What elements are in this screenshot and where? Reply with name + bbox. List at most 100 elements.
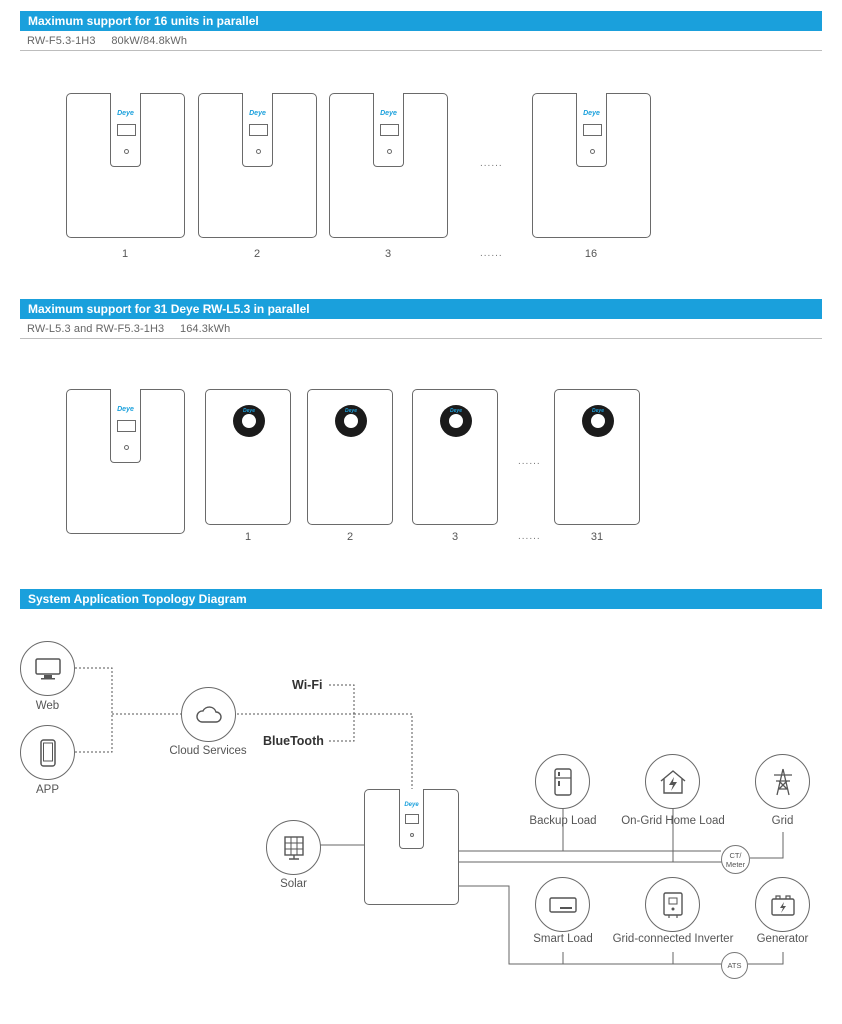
- ct-meter-label-1: CT/: [729, 850, 742, 860]
- battery-unit-1: Deye: [205, 389, 291, 525]
- home-load-node: [645, 754, 700, 809]
- app-node: [20, 725, 75, 780]
- cloud-icon: [195, 705, 222, 723]
- unit-label: 2: [253, 248, 261, 260]
- battery-unit-31: Deye: [554, 389, 640, 525]
- cloud-node: [181, 687, 236, 742]
- generator-icon: [770, 894, 795, 916]
- section3-banner: System Application Topology Diagram: [20, 589, 822, 609]
- inverter-screen: [117, 124, 136, 136]
- generator-label: Generator: [756, 933, 809, 945]
- inverter-screen: [405, 814, 419, 824]
- solar-panel-icon: [283, 835, 304, 860]
- hybrid-inverter: Deye: [364, 789, 459, 905]
- deye-logo: Deye: [592, 408, 604, 414]
- inverter-unit-2: Deye: [198, 93, 317, 238]
- battery-label: 1: [244, 531, 252, 543]
- inverter-panel: Deye: [242, 93, 273, 167]
- house-bolt-icon: [660, 769, 685, 794]
- deye-logo: Deye: [404, 802, 419, 808]
- section1-banner: Maximum support for 16 units in parallel: [20, 11, 822, 31]
- grid-node: [755, 754, 810, 809]
- inverter-unit-1: Deye: [66, 93, 185, 238]
- section1-divider: [20, 50, 822, 51]
- inverter-screen: [249, 124, 268, 136]
- grid-inverter-label: Grid-connected Inverter: [612, 933, 734, 945]
- power-indicator: [410, 833, 414, 837]
- power-indicator: [590, 149, 595, 154]
- section2-banner: Maximum support for 31 Deye RW-L5.3 in p…: [20, 299, 822, 319]
- generator-drop: [748, 952, 784, 965]
- app-label: APP: [35, 784, 59, 796]
- battery-unit-2: Deye: [307, 389, 393, 525]
- transmission-tower-icon: [773, 768, 792, 795]
- smart-load-node: [535, 877, 590, 932]
- section1-spec: RW-F5.3-1H3 80kW/84.8kWh: [27, 35, 187, 47]
- ellipsis: ......: [518, 456, 541, 467]
- router-to-inverter-link: [354, 713, 413, 789]
- ats-label: ATS: [727, 961, 742, 970]
- battery-label: 3: [451, 531, 459, 543]
- section2-divider: [20, 338, 822, 339]
- power-indicator: [256, 149, 261, 154]
- inverter-unit-3: Deye: [329, 93, 448, 238]
- backup-load-node: [535, 754, 590, 809]
- deye-logo: Deye: [243, 408, 255, 414]
- ellipsis: ......: [480, 158, 503, 169]
- web-app-link: [75, 667, 113, 753]
- unit-label: 1: [121, 248, 129, 260]
- cloud-label: Cloud Services: [169, 745, 247, 757]
- web-node: [20, 641, 75, 696]
- deye-logo: Deye: [380, 110, 397, 117]
- battery-ring-icon: Deye: [233, 405, 265, 437]
- monitor-icon: [34, 657, 61, 679]
- deye-logo: Deye: [345, 408, 357, 414]
- section1-capacity: 80kW/84.8kWh: [111, 35, 188, 47]
- battery-ring-icon: Deye: [335, 405, 367, 437]
- ats-node: ATS: [721, 952, 748, 979]
- home-load-label: On-Grid Home Load: [621, 815, 725, 827]
- inverter-screen: [583, 124, 602, 136]
- grid-drop: [750, 832, 784, 859]
- battery-ring-icon: Deye: [440, 405, 472, 437]
- inverter-panel: Deye: [110, 93, 141, 167]
- power-indicator: [124, 149, 129, 154]
- inverter-panel: Deye: [110, 389, 141, 463]
- backup-load-label: Backup Load: [529, 815, 597, 827]
- wifi-bt-link: [329, 684, 355, 742]
- deye-logo: Deye: [117, 406, 134, 413]
- solar-label: Solar: [280, 878, 307, 890]
- inverter-panel: Deye: [373, 93, 404, 167]
- section2-capacity: 164.3kWh: [180, 323, 231, 335]
- inverter-screen: [117, 420, 136, 432]
- grid-label: Grid: [771, 815, 794, 827]
- bluetooth-label: BlueTooth: [263, 734, 324, 748]
- ct-meter-node: CT/Meter: [721, 845, 750, 874]
- unit-label: 3: [384, 248, 392, 260]
- power-indicator: [387, 149, 392, 154]
- deye-logo: Deye: [249, 110, 266, 117]
- ellipsis: ......: [480, 248, 503, 259]
- section1-model: RW-F5.3-1H3: [27, 35, 96, 47]
- ct-meter-label-2: Meter: [725, 859, 746, 869]
- web-label: Web: [35, 700, 60, 712]
- wifi-label: Wi-Fi: [292, 678, 323, 692]
- ellipsis: ......: [518, 531, 541, 542]
- grid-inverter-node: [645, 877, 700, 932]
- unit-label: 16: [584, 248, 598, 260]
- deye-logo: Deye: [583, 110, 600, 117]
- power-indicator: [124, 445, 129, 450]
- battery-label: 31: [590, 531, 604, 543]
- battery-unit-3: Deye: [412, 389, 498, 525]
- inverter-unit-16: Deye: [532, 93, 651, 238]
- smart-load-label: Smart Load: [533, 933, 593, 945]
- inverter-panel: Deye: [576, 93, 607, 167]
- air-conditioner-icon: [548, 896, 577, 913]
- section2-model: RW-L5.3 and RW-F5.3-1H3: [27, 323, 165, 335]
- smartphone-icon: [39, 738, 56, 767]
- inverter-unit-main: Deye: [66, 389, 185, 534]
- inverter-icon: [662, 891, 683, 918]
- inverter-panel: Deye: [399, 789, 424, 849]
- battery-ring-icon: Deye: [582, 405, 614, 437]
